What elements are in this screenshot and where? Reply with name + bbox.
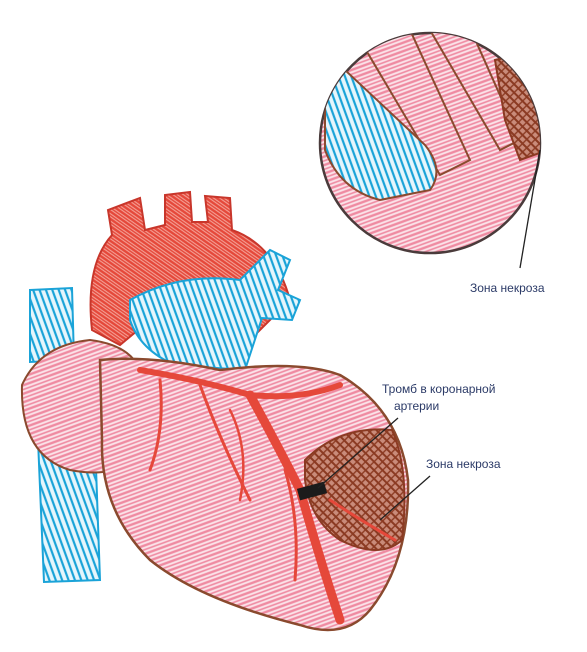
heart-necrosis-label: Зона некроза (426, 457, 501, 471)
heart (20, 190, 431, 632)
coronary-side-branch (328, 498, 397, 542)
thrombus-label-line2: артерии (394, 399, 439, 413)
heart-necrosis-leader (379, 475, 431, 521)
thrombus-label-line1: Тромб в коронарной (382, 382, 495, 396)
heart-necrosis-zone (304, 428, 406, 551)
coronary-side-branch (148, 378, 163, 472)
thrombus-leader (317, 417, 399, 489)
zoom-necrosis-label: Зона некроза (470, 281, 545, 295)
coronary-side-branch (283, 468, 298, 582)
ventricles (98, 357, 410, 632)
zoom-circle (318, 31, 542, 269)
zoom-necrosis-leader (519, 149, 541, 269)
coronary-side-branch (198, 383, 252, 502)
coronary-side-branch (228, 408, 245, 502)
pulmonary-artery (129, 248, 302, 372)
zoom-vessel-cut (324, 68, 438, 202)
